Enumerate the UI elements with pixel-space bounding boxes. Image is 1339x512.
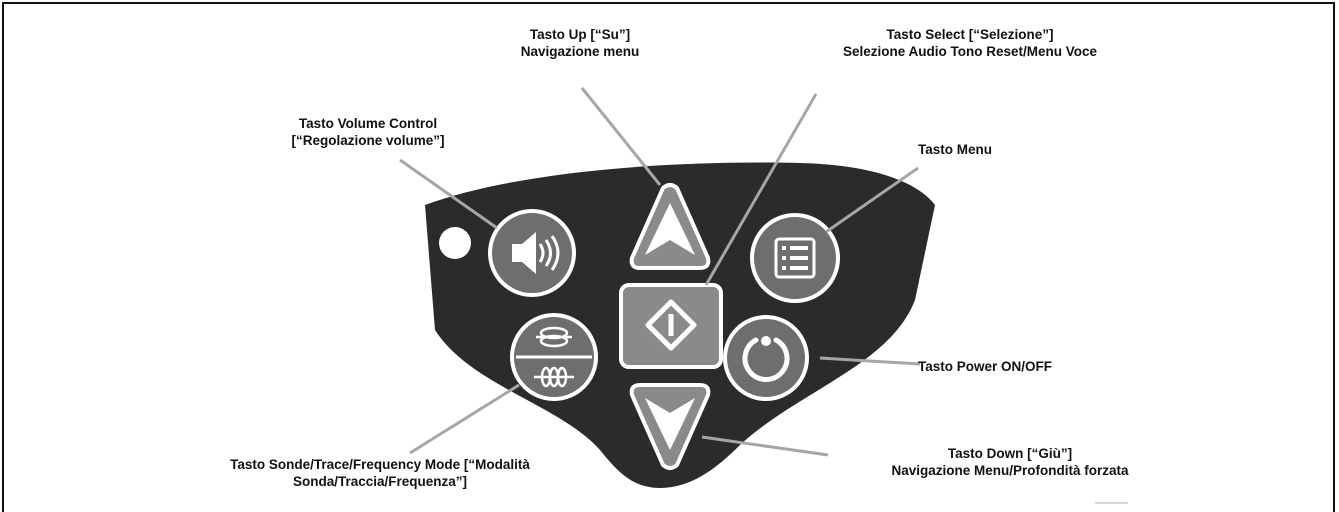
callout-select-label: Tasto Select [“Selezione”] Selezione Aud… (842, 27, 1098, 59)
leader-lines (399, 87, 921, 457)
leader-line-up (580, 87, 662, 186)
down-button[interactable] (629, 383, 711, 470)
arrow-up-icon (645, 203, 695, 255)
select-button[interactable] (619, 283, 723, 369)
leader-line-down (701, 435, 829, 457)
leader-line-volume (399, 158, 498, 230)
led-indicator (439, 227, 471, 259)
leader-line-power (819, 356, 921, 366)
speaker-icon (512, 232, 560, 274)
callout-mode-label: Tasto Sonde/Trace/Frequency Mode [“Modal… (230, 457, 530, 489)
callout-down-label: Tasto Down [“Giù”] Navigazione Menu/Prof… (891, 446, 1129, 478)
leader-line-mode (409, 383, 520, 455)
diamond-select-icon (645, 299, 697, 351)
leader-line-select (704, 93, 818, 286)
menu-button[interactable] (750, 213, 840, 303)
callout-volume-label: Tasto Volume Control [“Regolazione volum… (291, 116, 445, 148)
callout-menu-label: Tasto Menu (918, 142, 992, 157)
callout-power-label: Tasto Power ON/OFF (918, 359, 1053, 374)
callout-up-label: Tasto Up [“Su”] Navigazione menu (520, 27, 640, 59)
coil-mode-icon (516, 326, 592, 388)
up-button[interactable] (629, 183, 711, 270)
power-button[interactable] (723, 315, 809, 401)
list-menu-icon (774, 237, 816, 279)
mode-button[interactable] (510, 313, 598, 401)
arrow-down-icon (645, 398, 695, 450)
volume-button[interactable] (488, 209, 576, 297)
leader-line-menu (825, 166, 919, 234)
power-icon (742, 336, 790, 382)
